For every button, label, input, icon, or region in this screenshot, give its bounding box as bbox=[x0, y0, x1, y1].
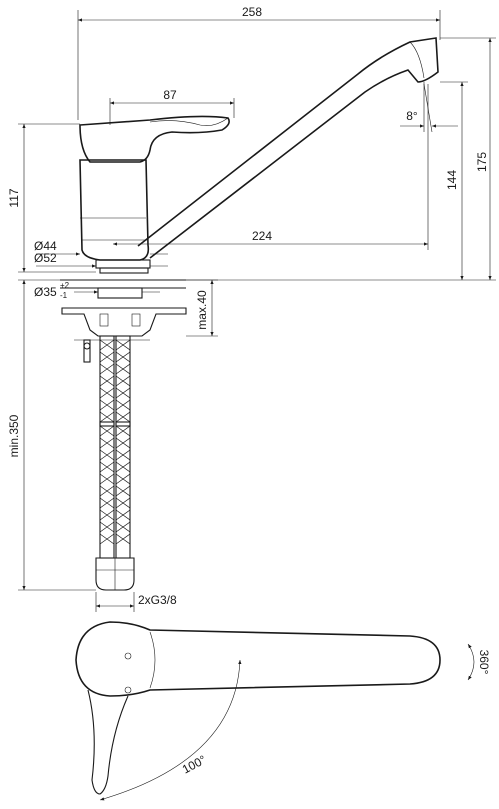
supply-hoses bbox=[95, 335, 135, 591]
label-spout-angle: 8° bbox=[406, 109, 418, 123]
dimension-labels: 258 87 8° 175 144 117 224 Ø44 Ø52 Ø35 +2… bbox=[7, 5, 491, 776]
label-diameter-44: Ø44 bbox=[34, 239, 57, 253]
label-handle-width: 87 bbox=[163, 88, 177, 102]
label-spout-reach: 224 bbox=[252, 229, 272, 243]
label-rotation: 360° bbox=[477, 650, 491, 675]
lever-handle bbox=[79, 115, 230, 163]
label-lever-angle: 100° bbox=[180, 752, 209, 776]
dimension-lines bbox=[18, 10, 496, 612]
mounting-plate bbox=[61, 307, 187, 337]
faucet-base bbox=[95, 259, 151, 269]
label-hole-tol-minus: -1 bbox=[60, 291, 68, 300]
label-height-body: 117 bbox=[7, 188, 21, 207]
label-connection: 2xG3/8 bbox=[138, 593, 177, 607]
label-diameter-52: Ø52 bbox=[34, 251, 57, 265]
rotated-lever bbox=[87, 689, 129, 795]
label-hole-tol-plus: +2 bbox=[60, 281, 70, 290]
top-body bbox=[75, 621, 441, 697]
label-overall-width: 258 bbox=[242, 5, 262, 19]
label-hole-diameter: Ø35 bbox=[34, 285, 57, 299]
label-height-spout: 144 bbox=[445, 170, 459, 190]
label-hose-length: min.350 bbox=[7, 414, 21, 457]
label-max-thickness: max.40 bbox=[195, 290, 209, 330]
faucet-top-view bbox=[75, 621, 475, 801]
faucet-side-view bbox=[60, 37, 439, 363]
spout bbox=[137, 37, 439, 259]
label-height-total: 175 bbox=[475, 152, 489, 172]
